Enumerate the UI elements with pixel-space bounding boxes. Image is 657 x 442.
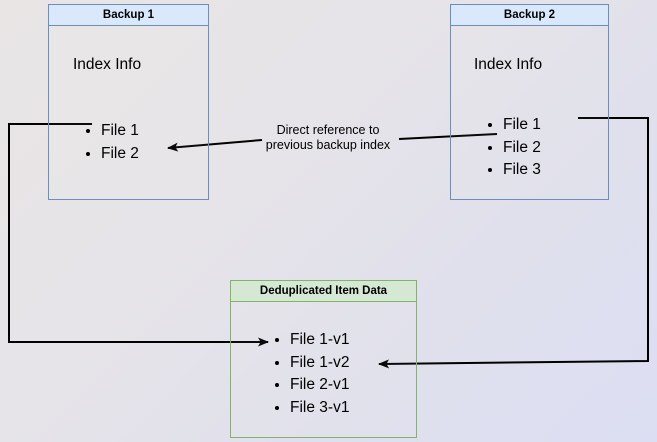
backup1-header: Backup 1 (49, 5, 208, 26)
backup1-index-label: Index Info (73, 56, 142, 73)
backup2-box[interactable]: Backup 2 Index Info File 1 File 2 File 3 (450, 4, 609, 200)
dedup-item[interactable]: File 1-v1 (290, 329, 349, 352)
backup2-index-label: Index Info (474, 56, 543, 73)
backup2-header: Backup 2 (451, 5, 608, 26)
dedup-item-list: File 1-v1 File 1-v2 File 2-v1 File 3-v1 (273, 329, 349, 419)
caption-line-2: previous backup index (265, 138, 391, 152)
backup1-file-item[interactable]: File 2 (101, 143, 139, 166)
backup2-file-item[interactable]: File 1 (503, 114, 541, 137)
dedup-item[interactable]: File 1-v2 (290, 352, 349, 375)
backup1-body: Index Info File 1 File 2 (49, 26, 208, 199)
backup2-file-list: File 1 File 2 File 3 (486, 114, 541, 182)
dedup-box[interactable]: Deduplicated Item Data File 1-v1 File 1-… (230, 280, 417, 438)
dedup-item[interactable]: File 3-v1 (290, 397, 349, 420)
dedup-item[interactable]: File 2-v1 (290, 374, 349, 397)
direct-reference-caption: Direct reference to previous backup inde… (248, 123, 408, 153)
backup1-file-item[interactable]: File 1 (101, 120, 139, 143)
backup2-file-item[interactable]: File 2 (503, 137, 541, 160)
backup2-file-item[interactable]: File 3 (503, 159, 541, 182)
dedup-header: Deduplicated Item Data (231, 281, 416, 302)
backup2-body: Index Info File 1 File 2 File 3 (451, 26, 608, 199)
backup1-file-list: File 1 File 2 (84, 120, 139, 165)
caption-line-1: Direct reference to (276, 123, 380, 137)
backup1-box[interactable]: Backup 1 Index Info File 1 File 2 (48, 4, 209, 200)
dedup-body: File 1-v1 File 1-v2 File 2-v1 File 3-v1 (231, 302, 416, 437)
